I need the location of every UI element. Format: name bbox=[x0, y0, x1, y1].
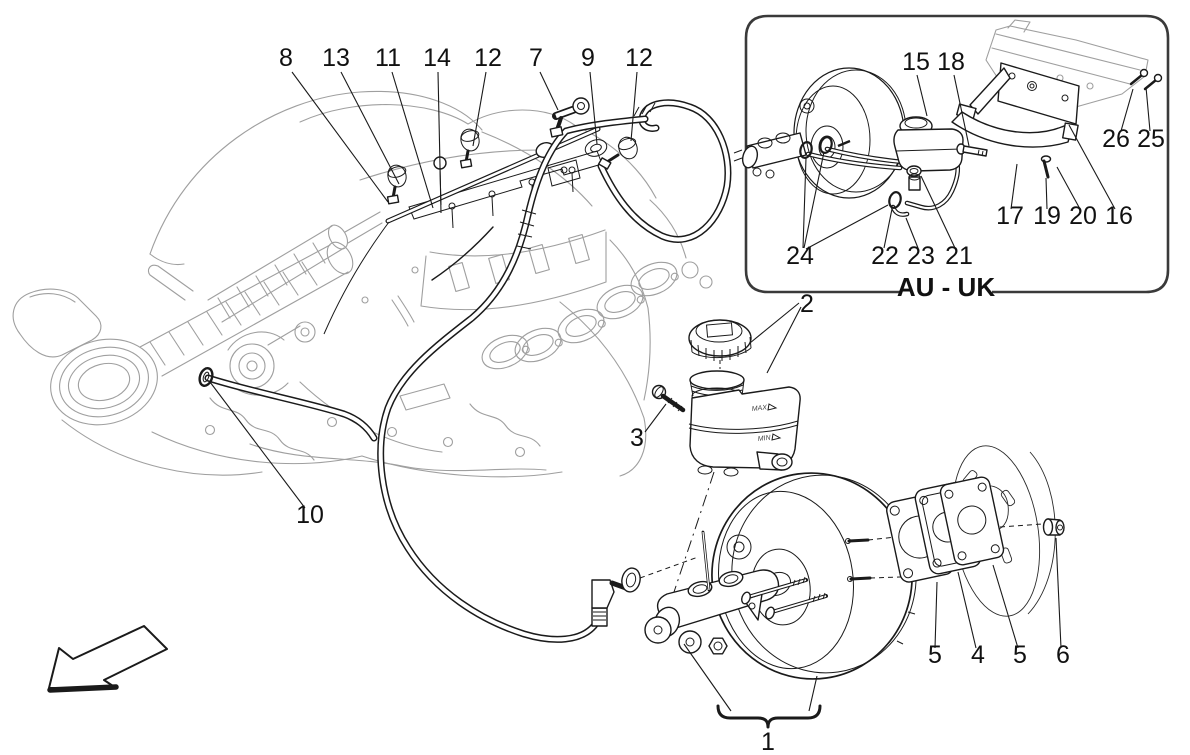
inset-bolt-19 bbox=[1040, 155, 1052, 179]
callout-24: 24 bbox=[786, 242, 814, 270]
callout-22: 22 bbox=[871, 242, 899, 270]
callout-10: 10 bbox=[296, 501, 324, 529]
callout-12a: 12 bbox=[474, 44, 502, 72]
reservoir-cap bbox=[688, 319, 752, 369]
screw-3 bbox=[651, 384, 686, 413]
inset-bolts-25-26 bbox=[1129, 68, 1163, 91]
inset-hoses bbox=[805, 146, 961, 217]
reservoir-min-marking: MIN bbox=[757, 435, 771, 443]
callout-4: 4 bbox=[971, 641, 985, 669]
inset-master-cylinder bbox=[733, 132, 807, 179]
callout-25: 25 bbox=[1137, 125, 1165, 153]
inset-title: AU - UK bbox=[897, 272, 995, 302]
inset-bracket bbox=[951, 62, 1163, 179]
inset-bolt-18 bbox=[956, 143, 988, 157]
callout-12b: 12 bbox=[625, 44, 653, 72]
clamp-13 bbox=[386, 164, 407, 205]
callout-8: 8 bbox=[279, 44, 293, 72]
fluid-reservoir: MAX MIN bbox=[651, 319, 801, 593]
hose-clamp-10 bbox=[198, 367, 214, 387]
callout-26: 26 bbox=[1102, 125, 1130, 153]
callout-14: 14 bbox=[423, 44, 451, 72]
callout-23: 23 bbox=[907, 242, 935, 270]
callout-3: 3 bbox=[630, 424, 644, 452]
callout-7: 7 bbox=[529, 44, 543, 72]
mc-hex-nut bbox=[708, 637, 728, 655]
mc-ports bbox=[687, 570, 744, 598]
pipe-fittings bbox=[386, 97, 638, 206]
braid-marks bbox=[516, 102, 656, 250]
callout-2: 2 bbox=[800, 290, 814, 318]
clamp-12a bbox=[459, 128, 480, 169]
inset-booster bbox=[793, 67, 907, 199]
clamp-12b bbox=[597, 136, 638, 170]
callout-16: 16 bbox=[1105, 202, 1133, 230]
leader-lines bbox=[209, 71, 1151, 712]
mc-mounting-bolts bbox=[741, 576, 828, 620]
reservoir-max-marking: MAX bbox=[751, 404, 767, 413]
inset-border bbox=[744, 14, 1170, 294]
hose-main-run bbox=[377, 115, 649, 643]
engine-line-art bbox=[12, 90, 713, 478]
callout-6: 6 bbox=[1056, 641, 1070, 669]
reservoir-outlet bbox=[697, 451, 793, 477]
gasket-5b bbox=[939, 476, 1005, 566]
callout-20: 20 bbox=[1069, 202, 1097, 230]
assembly-brace-1 bbox=[716, 704, 822, 729]
pipe-bracket bbox=[547, 159, 581, 187]
callout-18: 18 bbox=[937, 48, 965, 76]
callout-19: 19 bbox=[1033, 202, 1061, 230]
hose-end-elbow bbox=[591, 556, 699, 627]
callout-17: 17 bbox=[996, 202, 1024, 230]
callout-15: 15 bbox=[902, 48, 930, 76]
direction-arrow bbox=[47, 625, 168, 693]
master-cylinder bbox=[644, 530, 828, 655]
callouts: 8 13 11 14 12 7 9 12 2 3 10 1 5 4 5 6 15… bbox=[279, 44, 1165, 755]
callout-21: 21 bbox=[945, 242, 973, 270]
inset-reservoir bbox=[893, 116, 964, 191]
elbow-union-7 bbox=[549, 97, 590, 138]
washer-9 bbox=[584, 139, 608, 157]
callout-5b: 5 bbox=[1013, 641, 1027, 669]
reservoir-neck bbox=[689, 370, 745, 405]
callout-13: 13 bbox=[322, 44, 350, 72]
callout-5a: 5 bbox=[928, 641, 942, 669]
nut-6 bbox=[1042, 518, 1065, 536]
callout-1: 1 bbox=[761, 728, 775, 755]
callout-9: 9 bbox=[581, 44, 595, 72]
vacuum-hose bbox=[198, 99, 732, 643]
callout-11: 11 bbox=[375, 44, 401, 72]
